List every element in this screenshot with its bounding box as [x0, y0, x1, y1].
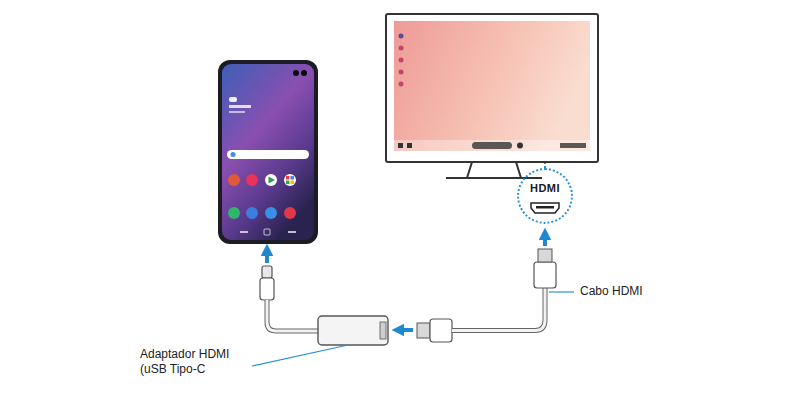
insert-arrow — [265, 250, 269, 263]
part-label: Cabo HDMI — [580, 284, 700, 299]
insert-arrow — [398, 328, 413, 332]
leader-line — [549, 291, 574, 292]
hdmi-adapter — [318, 316, 388, 345]
phone — [218, 60, 318, 244]
port-name: HDMI — [530, 182, 560, 194]
leader-line — [252, 345, 348, 366]
port-callout: HDMI — [517, 168, 573, 224]
insert-arrow — [543, 234, 547, 246]
hdmi-port-icon — [531, 203, 559, 213]
hdmi-cable — [417, 249, 556, 342]
part-label: Adaptador HDMI (uSB Tipo-C — [140, 347, 240, 377]
tv — [386, 14, 598, 178]
usb-c-plug — [260, 266, 318, 331]
